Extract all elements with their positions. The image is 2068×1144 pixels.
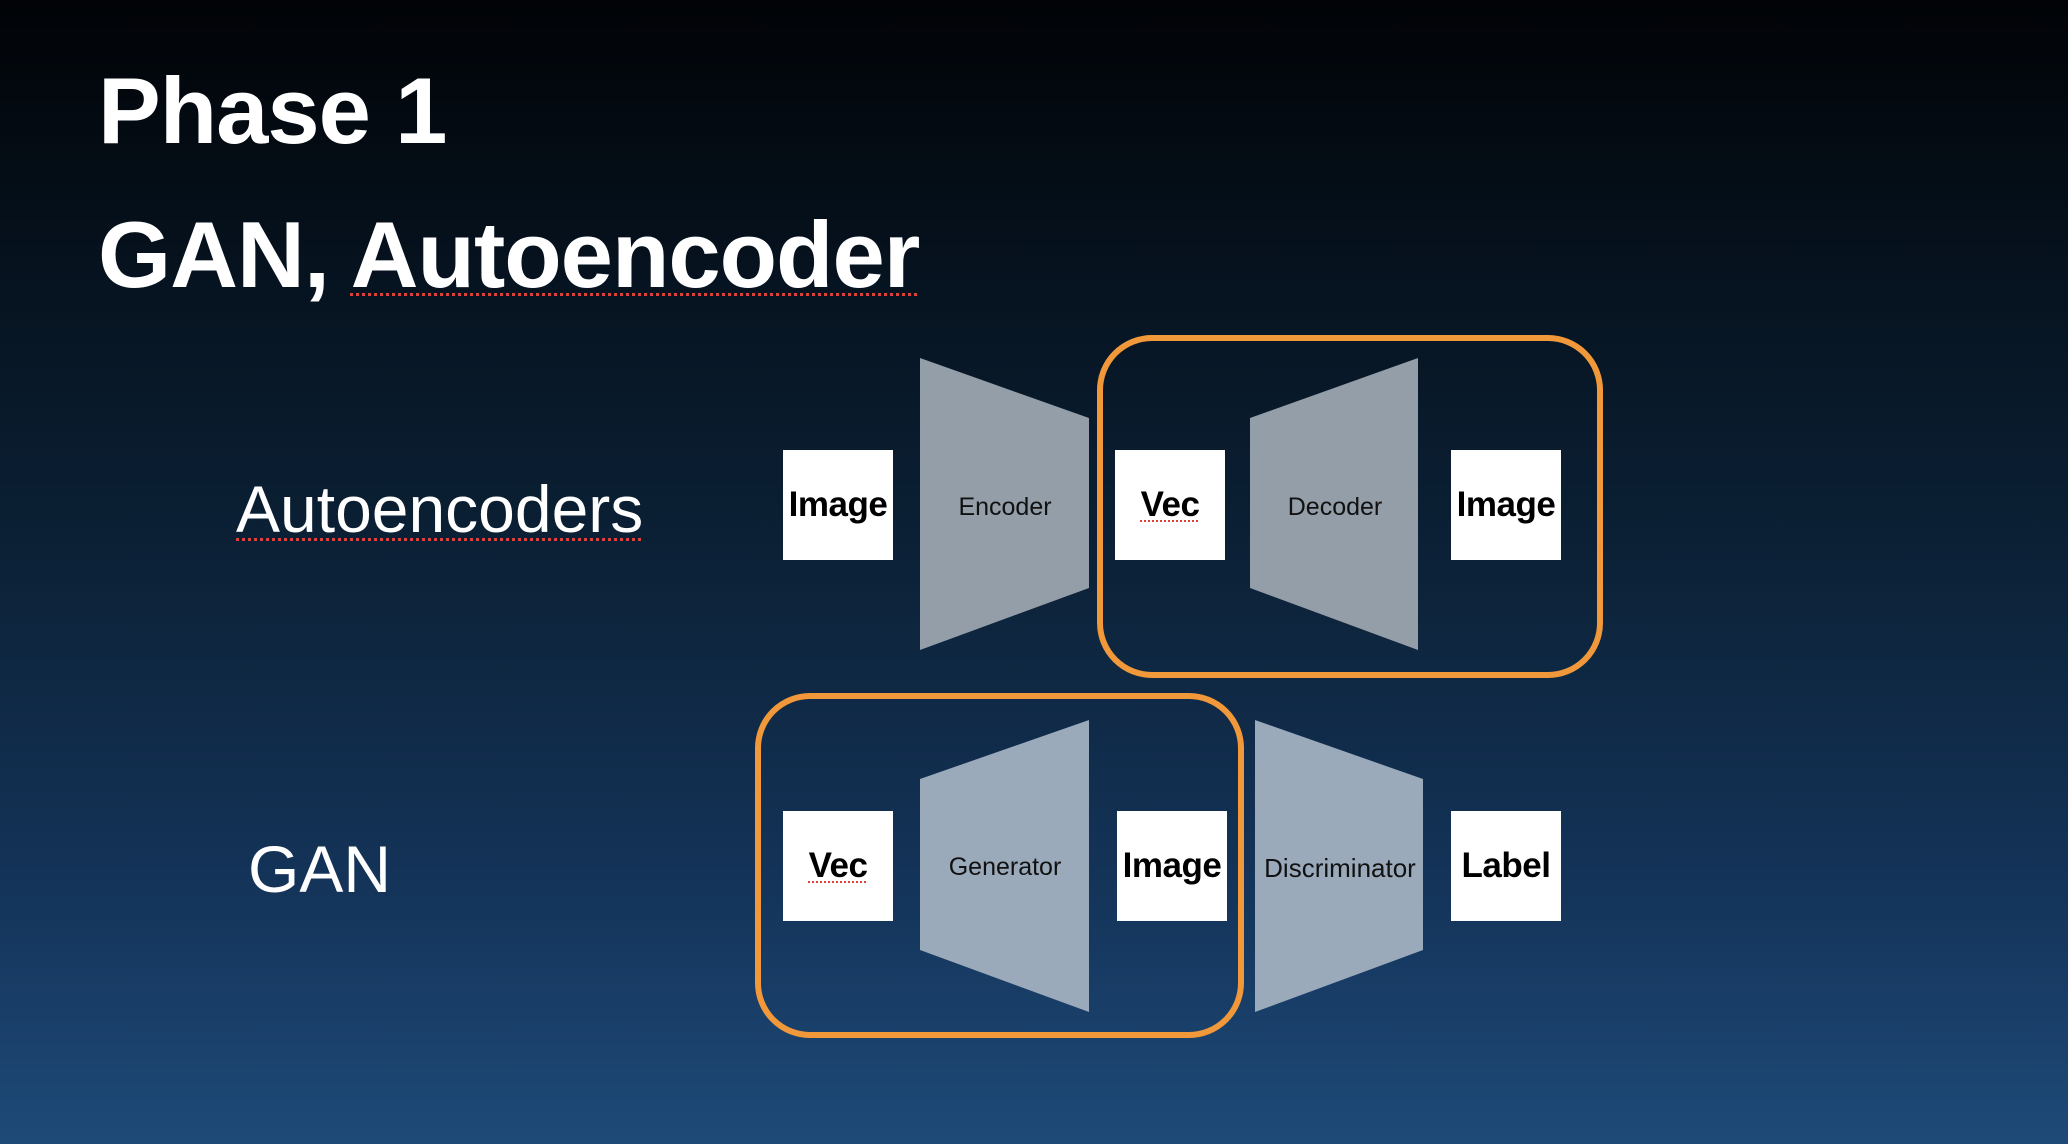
ae-latent-vec-label: Vec <box>1140 485 1200 524</box>
ae-input-image-label: Image <box>788 485 888 524</box>
ae-output-image-label: Image <box>1456 485 1556 524</box>
gan-input-vec-box: Vec <box>783 811 893 921</box>
gan-generated-image-box: Image <box>1117 811 1227 921</box>
decoder-block <box>1250 358 1418 650</box>
decoder-label: Decoder <box>1287 493 1383 521</box>
discriminator-label: Discriminator <box>1264 853 1416 883</box>
encoder-block <box>920 358 1089 650</box>
gan-output-label-box: Label <box>1451 811 1561 921</box>
slide-title-line1: Phase 1 <box>98 58 447 163</box>
generator-block <box>920 720 1089 1012</box>
gan-generator-highlight <box>755 693 1244 1038</box>
row-label-autoencoders: Autoencoders <box>236 472 644 546</box>
slide-title-line2: GAN, Autoencoder <box>98 208 920 302</box>
gan-output-label-text: Label <box>1461 846 1551 885</box>
ae-latent-vec-box: Vec <box>1115 450 1225 560</box>
row-label-gan: GAN <box>248 832 392 906</box>
title-autoencoder-word: Autoencoder <box>350 202 921 307</box>
ae-input-image-box: Image <box>783 450 893 560</box>
autoencoder-decoder-highlight <box>1097 335 1603 678</box>
ae-output-image-box: Image <box>1451 450 1561 560</box>
encoder-label: Encoder <box>958 493 1052 521</box>
discriminator-block <box>1255 720 1423 1012</box>
gan-generated-image-label: Image <box>1122 846 1222 885</box>
gan-input-vec-label: Vec <box>808 846 868 885</box>
title-prefix: GAN, <box>98 202 351 307</box>
generator-label: Generator <box>948 853 1062 881</box>
